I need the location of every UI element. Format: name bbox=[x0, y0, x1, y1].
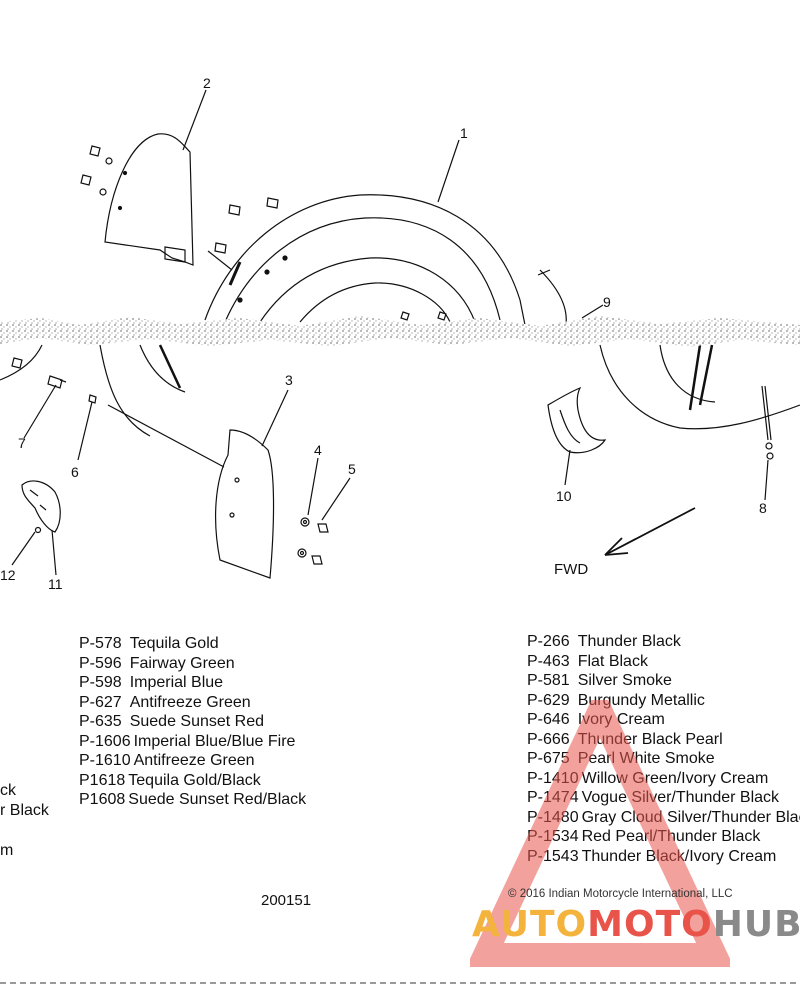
color-code: P-598 bbox=[79, 674, 122, 691]
color-code: P-675 bbox=[527, 750, 570, 767]
leader-lines bbox=[11, 89, 769, 576]
color-code: P-581 bbox=[527, 672, 570, 689]
color-code: P-646 bbox=[527, 711, 570, 728]
rear-tire-part-1 bbox=[204, 194, 526, 326]
color-name: Tequila Gold/Black bbox=[128, 771, 261, 789]
color-name: Flat Black bbox=[577, 652, 648, 670]
color-name: Antifreeze Green bbox=[129, 693, 251, 711]
exploded-parts-diagram bbox=[0, 89, 800, 579]
lower-fender-right bbox=[599, 344, 800, 430]
callout-7: 7 bbox=[18, 435, 26, 451]
callout-9: 9 bbox=[603, 294, 611, 310]
cut-text-fragment: r Black bbox=[0, 802, 49, 819]
fender-piece-part-2 bbox=[80, 133, 279, 271]
callout-6: 6 bbox=[71, 464, 79, 480]
callout-12: 12 bbox=[0, 567, 16, 583]
color-row: P-596 Fairway Green bbox=[79, 654, 306, 674]
color-code: P1608 bbox=[79, 791, 126, 808]
color-name: Fairway Green bbox=[129, 654, 235, 672]
callout-4: 4 bbox=[314, 442, 322, 458]
watermark-triangle-icon bbox=[470, 700, 730, 967]
color-code: P-1606 bbox=[79, 732, 131, 750]
watermark-logo: AUTOMOTOHUB bbox=[472, 904, 800, 945]
forward-label: FWD bbox=[554, 561, 589, 578]
lower-fender-left bbox=[0, 344, 186, 437]
callout-8: 8 bbox=[759, 500, 767, 516]
copyright-text: 2016 Indian Motorcycle International, LL… bbox=[519, 888, 733, 900]
watermark-hub: HUB bbox=[712, 904, 800, 945]
callout-5: 5 bbox=[348, 461, 356, 477]
color-code: P-463 bbox=[527, 652, 570, 670]
color-name: Tequila Gold bbox=[129, 635, 219, 652]
color-name: Suede Sunset Red bbox=[129, 713, 265, 730]
color-name: Imperial Blue bbox=[129, 674, 224, 691]
color-name: Silver Smoke bbox=[577, 672, 672, 689]
watermark-auto: AUTO bbox=[472, 904, 588, 945]
color-code: P-596 bbox=[79, 654, 122, 672]
torn-divider bbox=[0, 316, 800, 347]
bracket-part-11 bbox=[21, 480, 61, 534]
color-code: P-635 bbox=[79, 713, 122, 730]
bottom-border bbox=[0, 982, 800, 984]
copyright-icon: © bbox=[508, 888, 517, 900]
color-code: P-578 bbox=[79, 635, 122, 652]
drawing-number: 200151 bbox=[261, 892, 312, 909]
color-name: Thunder Black bbox=[577, 633, 681, 650]
cut-text-fragment: m bbox=[0, 842, 14, 859]
color-code: P-666 bbox=[527, 730, 570, 748]
reflector-part-10 bbox=[547, 386, 607, 454]
color-row: P-598 Imperial Blue bbox=[79, 673, 306, 693]
fender-piece-part-3 bbox=[88, 394, 329, 579]
callout-11: 11 bbox=[48, 576, 63, 592]
color-code: P-266 bbox=[527, 633, 570, 650]
cut-text-fragment: ck bbox=[0, 782, 16, 799]
stud-part-8 bbox=[761, 385, 774, 460]
color-code: P1618 bbox=[79, 771, 126, 789]
copyright-line: © 2016 Indian Motorcycle International, … bbox=[508, 888, 733, 900]
color-row: P-627 Antifreeze Green bbox=[79, 693, 306, 713]
color-name: Antifreeze Green bbox=[133, 752, 255, 769]
color-code: P-1610 bbox=[79, 752, 131, 769]
callout-2: 2 bbox=[203, 75, 211, 91]
forward-arrow-icon bbox=[604, 507, 696, 556]
color-row: P-463 Flat Black bbox=[527, 652, 800, 672]
color-name: Imperial Blue/Blue Fire bbox=[133, 732, 296, 750]
color-name: Suede Sunset Red/Black bbox=[128, 791, 307, 808]
color-code: P-627 bbox=[79, 693, 122, 711]
color-row: P-578 Tequila Gold bbox=[79, 634, 306, 654]
left-color-list: P-578 Tequila Gold P-596 Fairway Green P-5… bbox=[79, 634, 306, 810]
color-row: P-266 Thunder Black bbox=[527, 632, 800, 652]
color-row: P-581 Silver Smoke bbox=[527, 671, 800, 691]
color-row: P-635 Suede Sunset Red bbox=[79, 712, 306, 732]
callout-1: 1 bbox=[460, 125, 468, 141]
color-code: P-629 bbox=[527, 691, 570, 709]
watermark-moto: MOTO bbox=[587, 904, 713, 945]
callout-3: 3 bbox=[285, 372, 293, 388]
callout-10: 10 bbox=[556, 488, 572, 504]
